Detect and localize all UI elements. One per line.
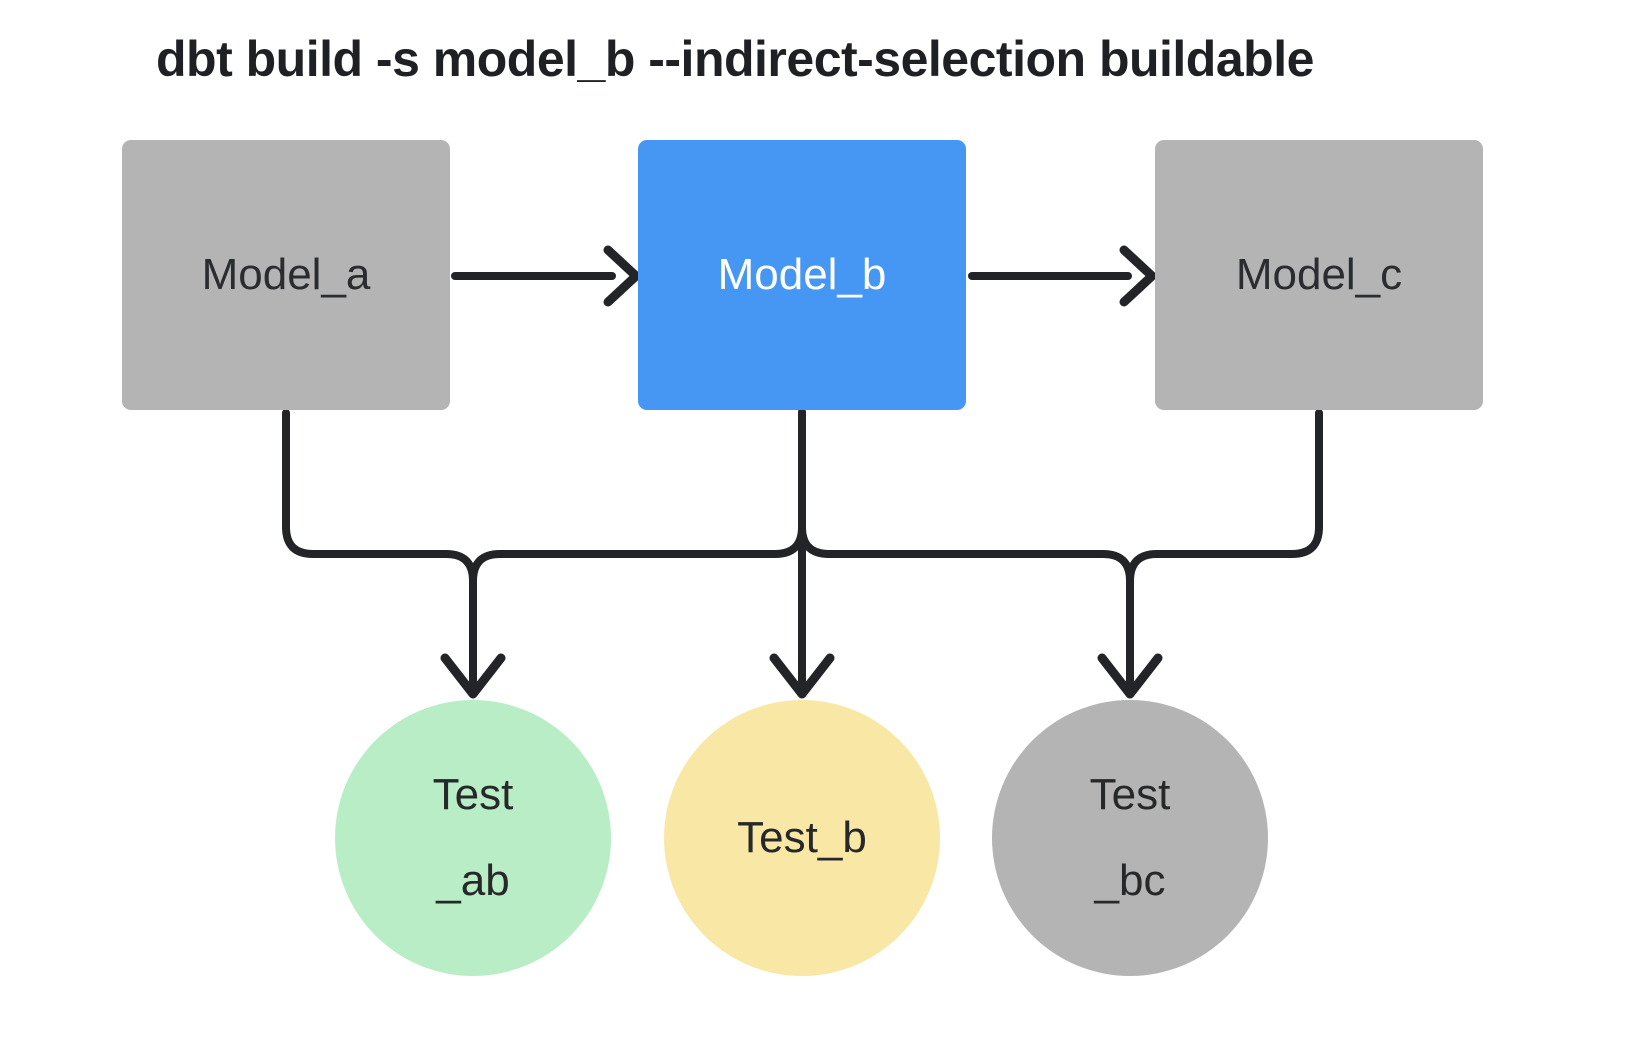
edge-test-b-arrowhead [769, 653, 835, 699]
edge-model-a-to-model-b-arrowhead [603, 245, 641, 307]
edge-model-c-to-test-bc [1126, 409, 1323, 585]
test-ab-label-line2: _ab [436, 856, 510, 905]
test-b-label-line1: Test_b [737, 813, 867, 862]
edge-model-b-to-test-ab [469, 523, 806, 585]
edge-model-b-to-test-bc [798, 523, 1134, 690]
test-bc-node: Test _bc [992, 700, 1268, 976]
edge-test-ab-arrowhead [440, 653, 506, 699]
test-ab-label-line1: Test [432, 770, 514, 819]
test-b-node: Test_b [664, 700, 940, 976]
model-c-node: Model_c [1155, 140, 1483, 410]
model-a-label: Model_a [201, 250, 371, 299]
model-b-label: Model_b [717, 250, 887, 299]
edge-model-b-to-model-c-arrowhead [1119, 245, 1157, 307]
model-c-label: Model_c [1235, 250, 1403, 299]
test-ab-node: Test _ab [335, 700, 611, 976]
edge-test-bc-arrowhead [1097, 653, 1163, 699]
model-a-node: Model_a [122, 140, 450, 410]
edge-model-a-to-test-ab [282, 409, 477, 690]
test-bc-label-line1: Test [1089, 770, 1171, 819]
diagram-title: dbt build -s model_b --indirect-selectio… [156, 31, 1314, 87]
test-bc-label-line2: _bc [1094, 856, 1166, 905]
model-b-node: Model_b [638, 140, 966, 410]
